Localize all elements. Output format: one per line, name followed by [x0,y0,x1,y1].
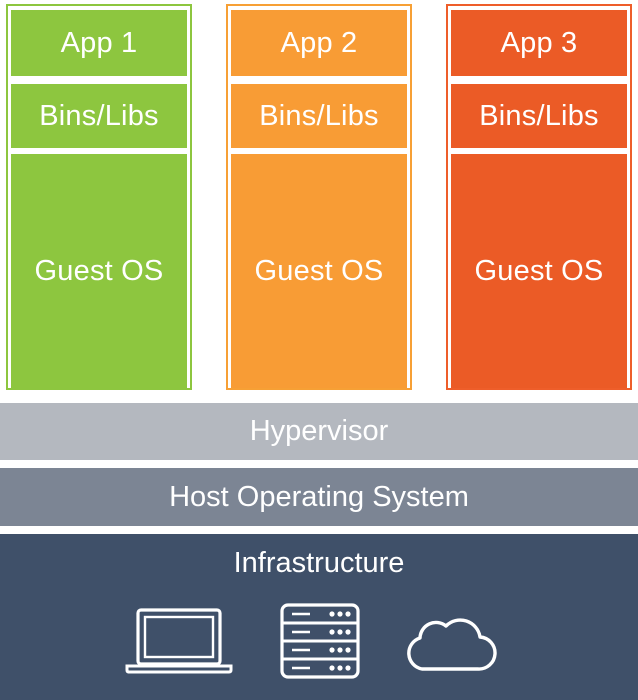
vm-stack-2: App 2 Bins/Libs Guest OS [226,4,412,390]
guest-os-layer-2: Guest OS [231,154,407,388]
guest-os-layer-3: Guest OS [451,154,627,388]
guest-os-layer-1: Guest OS [11,154,187,388]
hypervisor-layer: Hypervisor [0,403,638,460]
host-os-layer: Host Operating System [0,468,638,526]
vm-stack-1: App 1 Bins/Libs Guest OS [6,4,192,390]
bins-libs-layer-3: Bins/Libs [451,84,627,148]
infrastructure-layer: Infrastructure [0,534,638,700]
app-layer-3: App 3 [451,10,627,76]
bins-libs-layer-2: Bins/Libs [231,84,407,148]
bins-libs-layer-1: Bins/Libs [11,84,187,148]
vm-stack-3: App 3 Bins/Libs Guest OS [446,4,632,390]
app-layer-1: App 1 [11,10,187,76]
cloud-icon [407,618,497,671]
infrastructure-icons [0,600,638,680]
app-layer-2: App 2 [231,10,407,76]
server-icon [280,603,360,679]
laptop-icon [125,608,233,674]
infrastructure-label: Infrastructure [233,547,405,579]
